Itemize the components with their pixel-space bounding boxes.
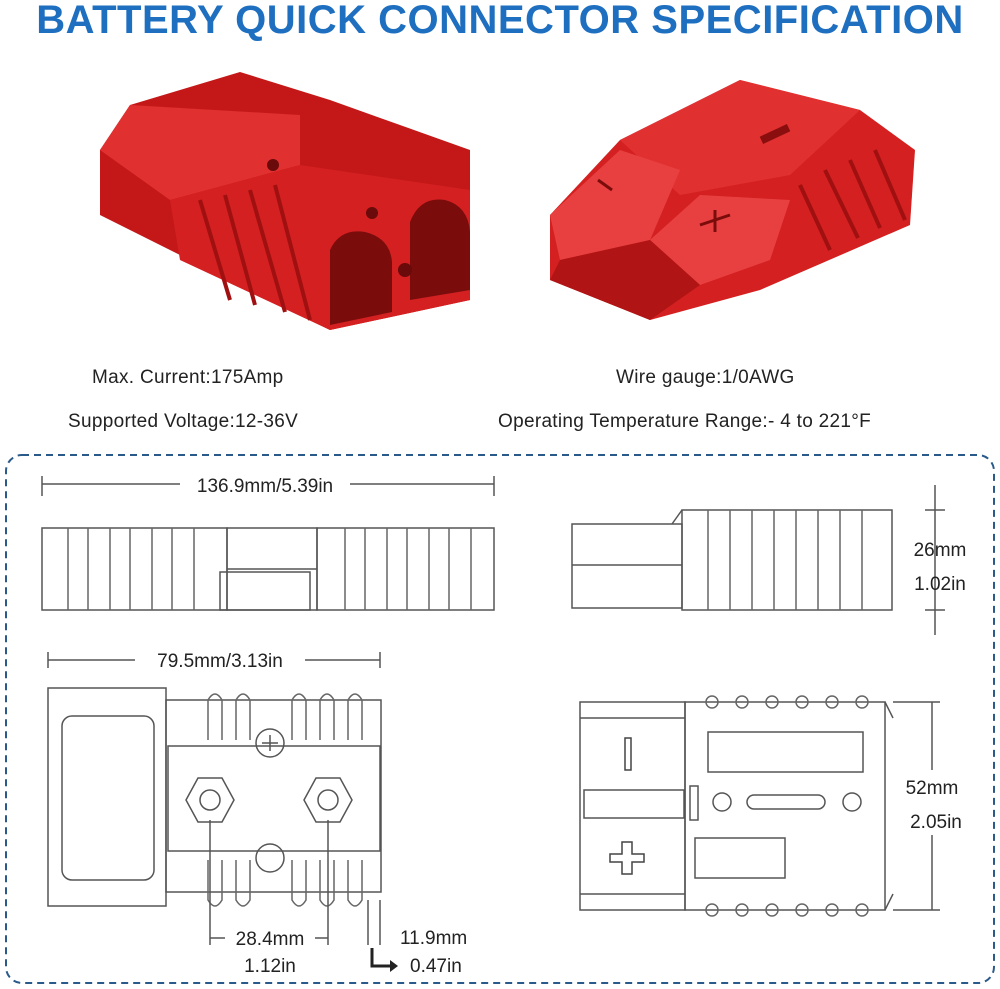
dim-length: 136.9mm/5.39in xyxy=(197,476,333,497)
page-title: BATTERY QUICK CONNECTOR SPECIFICATION xyxy=(36,0,964,42)
drawing-end-view xyxy=(571,485,945,635)
dim-spacing-mm: 28.4mm xyxy=(236,929,305,950)
label-bg-2 xyxy=(135,648,305,672)
label-bg-3 xyxy=(225,927,315,949)
minus-sign-icon xyxy=(624,737,632,771)
spec-temperature: Operating Temperature Range:- 4 to 221°F xyxy=(498,411,872,432)
dim-width-in: 2.05in xyxy=(910,812,962,833)
dim-offset-in: 0.47in xyxy=(410,956,462,977)
plus-sign-icon xyxy=(609,841,645,875)
dim-width-mm: 52mm xyxy=(906,778,959,799)
arrow-head-icon xyxy=(390,960,398,972)
drawing-rear-view xyxy=(579,695,940,917)
dim-height-in: 1.02in xyxy=(914,574,966,595)
dim-height-mm: 26mm xyxy=(914,540,967,561)
dashed-frame xyxy=(5,454,995,984)
dim-spacing-in: 1.12in xyxy=(244,956,296,977)
dim-width-partial: 79.5mm/3.13in xyxy=(157,651,283,672)
spec-max-current: Max. Current:175Amp xyxy=(92,367,284,388)
drawing-top-view xyxy=(47,652,382,945)
dim-offset-mm: 11.9mm xyxy=(400,928,467,949)
spec-wire-gauge: Wire gauge:1/0AWG xyxy=(616,367,795,388)
offset-arrow-icon xyxy=(370,948,390,968)
spec-voltage: Supported Voltage:12-36V xyxy=(68,411,299,432)
label-bg xyxy=(180,472,350,496)
